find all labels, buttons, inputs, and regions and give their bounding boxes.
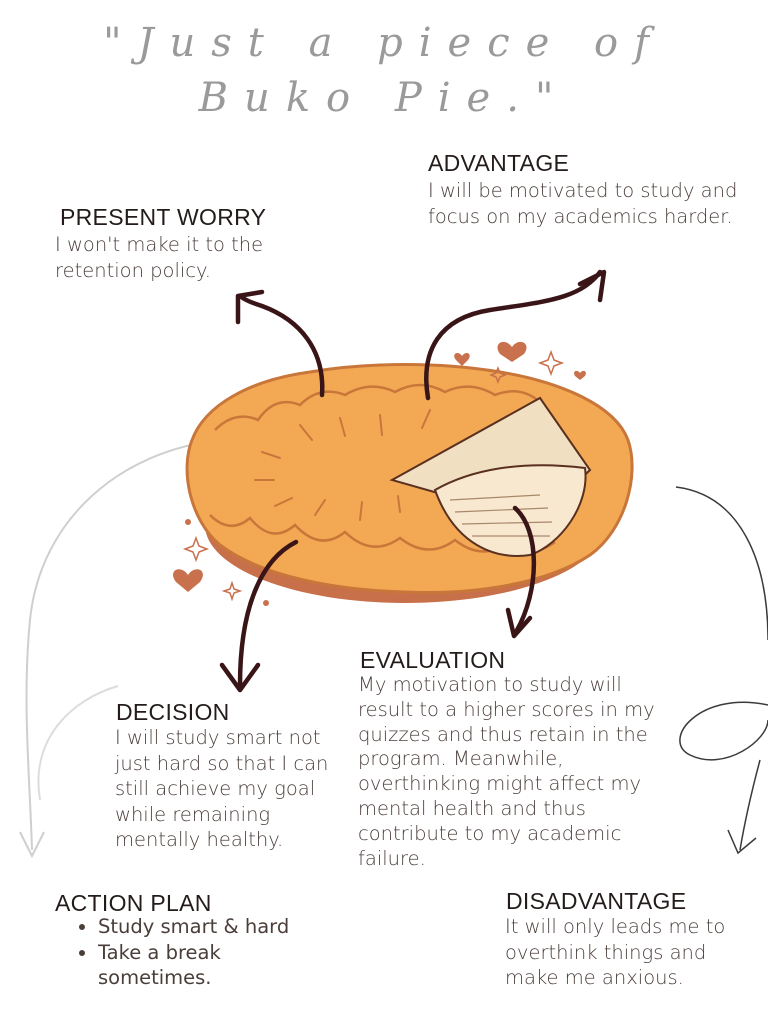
- decorative-arrowhead-left: [19, 831, 45, 859]
- crust-wave-top: [214, 383, 541, 431]
- heart-icon: [454, 353, 470, 366]
- decorative-curve-left-2: [37, 685, 119, 801]
- action-plan-heading: ACTION PLAN: [55, 890, 212, 916]
- arrow-to-evaluation: [512, 505, 537, 635]
- heart-icon: [173, 569, 203, 592]
- present-worry-text: I won't make it to the retention policy.: [55, 233, 264, 282]
- sparkle-icon: [537, 349, 565, 377]
- sparkle-icon: [182, 535, 210, 563]
- pie-slice: [433, 464, 587, 557]
- decorative-arrowhead-right: [727, 829, 757, 855]
- dot-icon: [185, 519, 191, 525]
- decision-heading: DECISION: [116, 699, 230, 725]
- arrow-to-decision: [237, 539, 299, 688]
- sparkle-icon: [221, 580, 243, 602]
- slice-filling-lines: [449, 494, 553, 537]
- advantage-heading: ADVANTAGE: [428, 150, 570, 176]
- action-plan-item: Study smart & hard: [98, 914, 289, 940]
- decorative-loop-right: [679, 701, 768, 851]
- decision-text: I will study smart not just hard so that…: [115, 726, 329, 851]
- decorative-curve-right: [675, 486, 768, 641]
- arrow-to-advantage: [424, 269, 603, 401]
- heart-icon: [497, 341, 527, 362]
- action-plan-list: Study smart & hard Take a break sometime…: [76, 914, 289, 991]
- sparkle-icon: [488, 365, 508, 385]
- arrow-to-present-worry: [237, 293, 325, 398]
- title-line-2: Buko Pie.": [198, 75, 570, 121]
- pie-vents: [254, 409, 431, 521]
- heart-icon: [574, 370, 586, 380]
- present-worry-heading: PRESENT WORRY: [60, 204, 267, 230]
- arrowhead-decision: [219, 662, 261, 693]
- evaluation-text: My motivation to study will result to a …: [358, 673, 655, 870]
- arrowhead-present-worry: [235, 289, 265, 325]
- dot-icon: [263, 600, 269, 606]
- arrowhead-advantage: [577, 269, 607, 303]
- evaluation-heading: EVALUATION: [360, 647, 506, 673]
- disadvantage-heading: DISADVANTAGE: [506, 888, 687, 914]
- disadvantage-text: It will only leads me to overthink thing…: [505, 915, 726, 989]
- title-line-1: "Just a piece of: [103, 20, 665, 66]
- decorative-curve-left: [25, 439, 223, 851]
- arrowhead-evaluation: [505, 607, 533, 639]
- action-plan-item: Take a break sometimes.: [98, 940, 248, 991]
- advantage-text: I will be motivated to study and focus o…: [428, 179, 738, 228]
